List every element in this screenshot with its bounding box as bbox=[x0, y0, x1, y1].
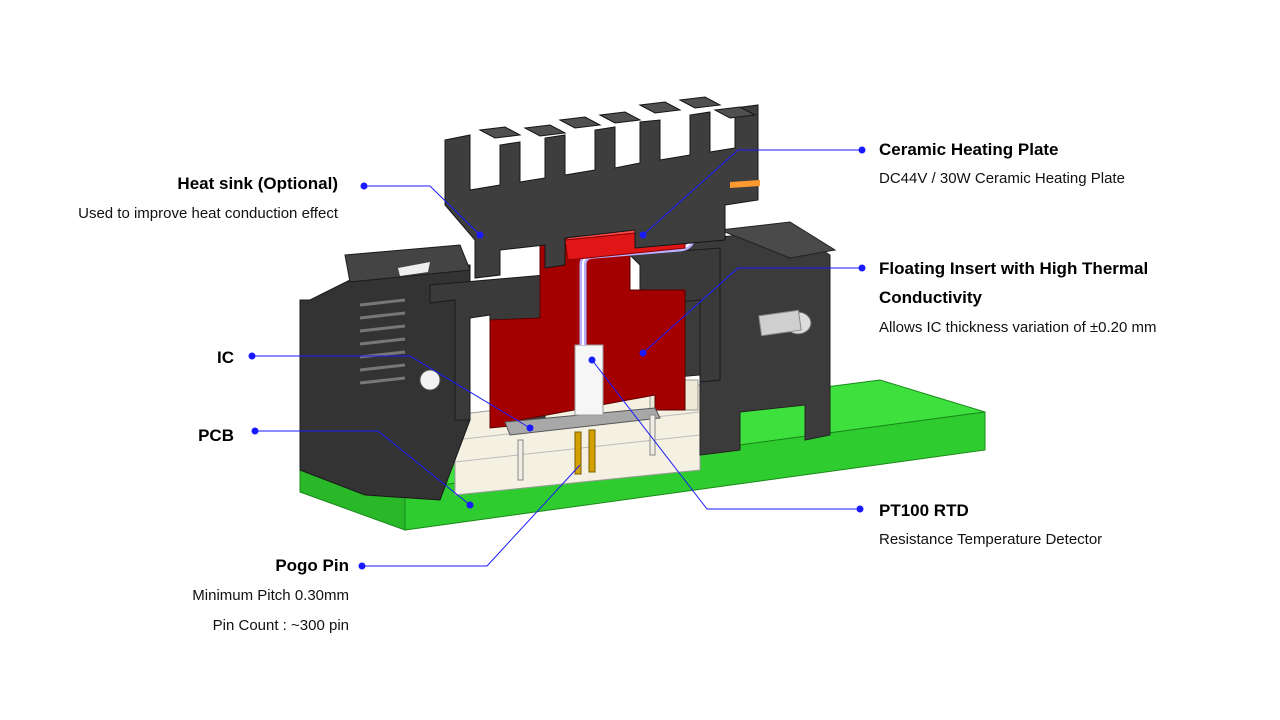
insert-title-line2: Conductivity bbox=[879, 288, 982, 307]
dot-pcb-label bbox=[251, 427, 259, 435]
leader-ic bbox=[252, 355, 531, 429]
dot-insert-label bbox=[858, 264, 866, 272]
dot-heating-plate-label bbox=[858, 146, 866, 154]
dot-pt100-label bbox=[856, 505, 864, 513]
dot-pt100-part bbox=[588, 356, 596, 364]
ic-chip bbox=[504, 407, 661, 436]
leader-pt100 bbox=[591, 359, 860, 510]
leader-pogo bbox=[362, 464, 581, 567]
dot-heating-plate-part bbox=[639, 231, 647, 239]
pogo-pin-title: Pogo Pin bbox=[275, 556, 349, 575]
dot-ic-label bbox=[248, 352, 256, 360]
socket-body-left bbox=[299, 244, 471, 501]
dot-heat-sink-label bbox=[360, 182, 368, 190]
insert-title-line1: Floating Insert with High Thermal bbox=[879, 259, 1149, 278]
pogo-pin-count: Pin Count : ~300 pin bbox=[212, 617, 349, 634]
pcb-title: PCB bbox=[198, 426, 234, 445]
dot-insert-part bbox=[639, 349, 647, 357]
ic-title: IC bbox=[217, 348, 234, 367]
leader-pcb bbox=[255, 430, 471, 506]
heat-sink bbox=[444, 96, 760, 279]
leader-heating-plate bbox=[642, 149, 862, 236]
heating-plate-title: Ceramic Heating Plate bbox=[879, 140, 1059, 159]
heat-sink-title: Heat sink (Optional) bbox=[177, 174, 338, 193]
leader-heat-sink bbox=[364, 185, 481, 236]
dot-pogo-label bbox=[358, 562, 366, 570]
pogo-pin-pitch: Minimum Pitch 0.30mm bbox=[192, 587, 349, 604]
pt100-title: PT100 RTD bbox=[879, 501, 969, 520]
pt100-desc: Resistance Temperature Detector bbox=[879, 531, 1103, 548]
dot-heat-sink-part bbox=[476, 231, 484, 239]
heating-plate-desc: DC44V / 30W Ceramic Heating Plate bbox=[879, 170, 1125, 187]
leader-insert bbox=[642, 267, 862, 354]
dot-ic-part bbox=[526, 424, 534, 432]
heat-sink-desc: Used to improve heat conduction effect bbox=[78, 205, 338, 222]
insert-desc: Allows IC thickness variation of ±0.20 m… bbox=[879, 319, 1157, 336]
dot-pcb-part bbox=[466, 501, 474, 509]
floating-insert bbox=[489, 239, 686, 429]
